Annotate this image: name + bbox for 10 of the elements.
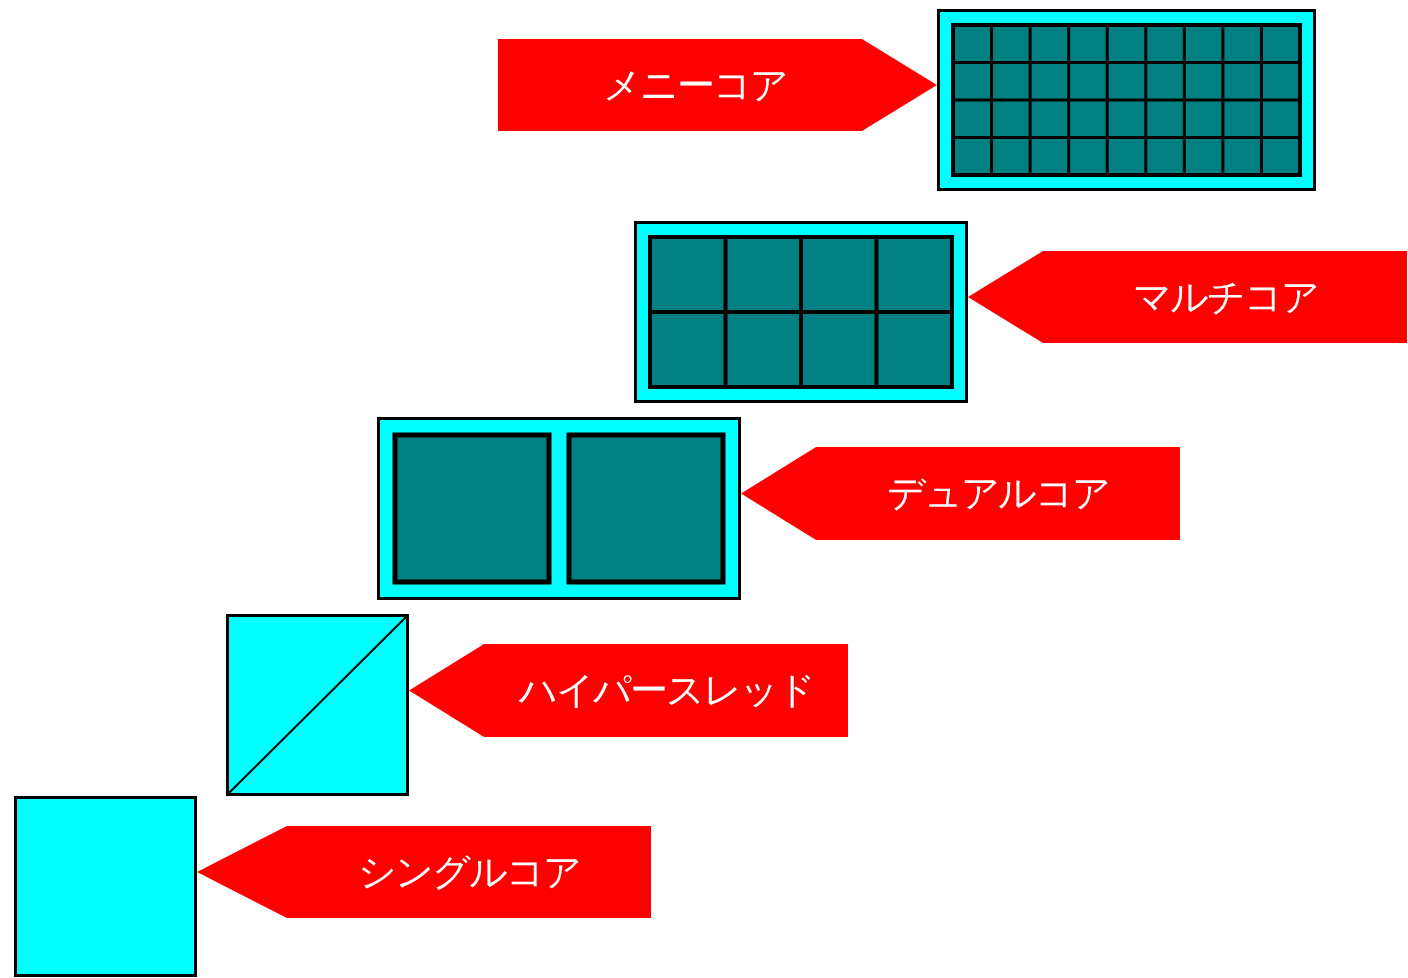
callout-pointer xyxy=(741,447,816,540)
chip-drawing xyxy=(937,9,1316,191)
chip-drawing xyxy=(634,221,968,403)
callout-pointer xyxy=(968,251,1043,343)
callout-pointer xyxy=(862,39,937,131)
chip-drawing xyxy=(14,796,197,977)
chip-drawing xyxy=(226,614,409,796)
callout-pointer xyxy=(197,826,287,918)
chip-drawing xyxy=(377,417,741,600)
callout-pointer xyxy=(409,644,484,737)
